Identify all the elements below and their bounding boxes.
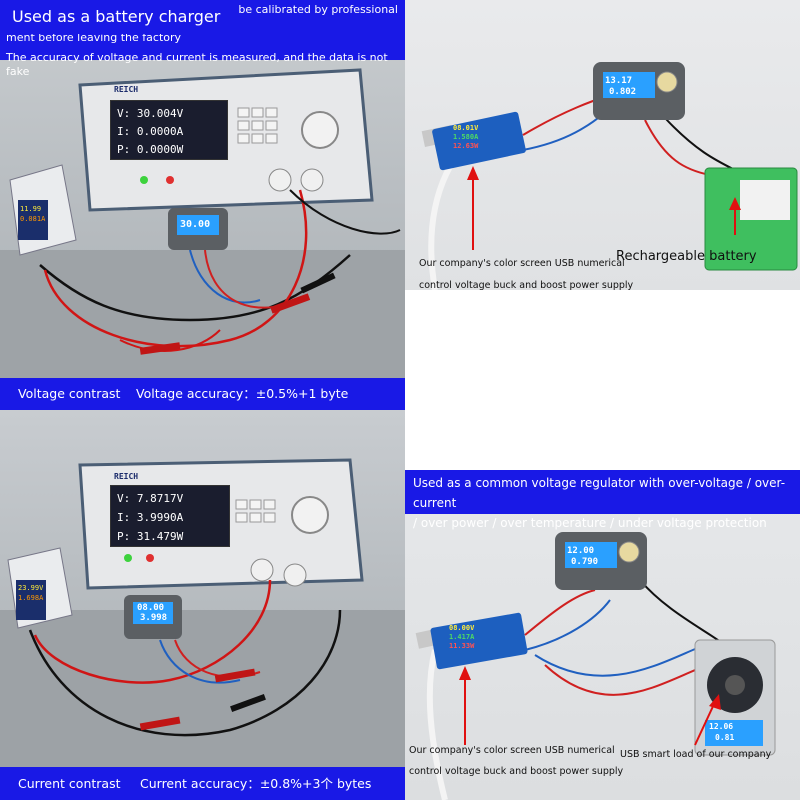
voltage-regulator-line2: / over power / over temperature / under …: [413, 516, 767, 530]
regulator-module-current: 0.790: [571, 557, 599, 567]
psu-current-reading: I: 0.0000A: [117, 125, 184, 138]
charger-usb-caption-line2: control voltage buck and boost power sup…: [419, 280, 634, 290]
battery-charger-scene: [421, 62, 798, 290]
current-contrast-scene: [0, 458, 405, 770]
charger-module-voltage: 13.17: [605, 76, 633, 86]
small-psu-current: 1.698A: [18, 594, 44, 602]
module-voltage-reading: 08.00: [137, 603, 165, 613]
charger-usb-caption-line1: Our company's color screen USB numerical: [419, 258, 625, 269]
battery-charger-photo: 13.17 0.802 08.01V 1.580A 12.63W Our com…: [405, 0, 800, 290]
accuracy-notice: The accuracy of voltage and current is m…: [6, 51, 388, 78]
bench-psu-screen: REICH V: 7.8717V I: 3.9990A P: 31.479W: [110, 472, 230, 547]
battery-charger-title: Used as a battery charger: [12, 7, 221, 26]
battery-charger-banner: Used as a battery charger: [0, 0, 236, 34]
psu-power-reading: P: 31.479W: [117, 530, 184, 543]
small-psu-voltage: 23.99V: [18, 584, 44, 592]
voltage-regulator-banner: Used as a common voltage regulator with …: [405, 470, 800, 530]
current-contrast-photo: REICH V: 7.8717V I: 3.9990A P: 31.479W 0…: [0, 410, 405, 800]
voltage-regulator-photo: 12.00 0.790 08.00V 1.417A 11.33W 12.06 0…: [405, 470, 800, 800]
regulator-usb-current: 1.417A: [449, 633, 475, 641]
voltage-accuracy-label: Voltage accuracy：±0.5%+1 byte: [136, 386, 349, 401]
regulator-usb-caption-line2: control voltage buck and boost power sup…: [409, 766, 624, 777]
charger-module-current: 0.802: [609, 87, 637, 97]
psu-brand: REICH: [114, 472, 139, 481]
bench-psu-screen: REICH V: 30.004V I: 0.0000A P: 0.0000W: [110, 85, 228, 160]
regulator-usb-power: 11.33W: [449, 642, 475, 650]
load-caption: USB smart load of our company: [620, 749, 772, 760]
voltage-contrast-banner: Voltage contrast Voltage accuracy：±0.5%+…: [0, 378, 405, 410]
current-contrast-label: Current contrast: [18, 776, 121, 791]
small-psu-current: 0.081A: [20, 215, 46, 223]
regulator-usb-caption-line1: Our company's color screen USB numerical: [409, 745, 615, 756]
psu-current-reading: I: 3.9990A: [117, 511, 184, 524]
regulator-module-voltage: 12.00: [567, 546, 595, 556]
charger-usb-voltage: 08.01V: [453, 124, 479, 132]
charger-usb-power: 12.63W: [453, 142, 479, 150]
voltage-contrast-label: Voltage contrast: [18, 386, 121, 401]
current-accuracy-label: Current accuracy：±0.8%+3个 bytes: [140, 776, 372, 791]
battery-caption: Rechargeable battery: [616, 249, 757, 264]
psu-voltage-reading: V: 7.8717V: [117, 492, 184, 505]
current-contrast-banner: Current contrast Current accuracy：±0.8%+…: [0, 767, 405, 800]
load-current-reading: 0.81: [715, 733, 735, 742]
module-voltage-reading: 30.00: [180, 219, 211, 230]
charger-usb-current: 1.580A: [453, 133, 479, 141]
module-current-reading: 3.998: [140, 613, 168, 623]
voltage-regulator-scene: [415, 532, 776, 800]
psu-brand: REICH: [114, 85, 139, 94]
psu-power-reading: P: 0.0000W: [117, 143, 184, 156]
small-psu-voltage: 11.99: [20, 205, 42, 213]
voltage-regulator-line1: Used as a common voltage regulator with …: [413, 476, 786, 510]
calibration-notice-line2: ment before leaving the factory: [6, 31, 182, 44]
psu-voltage-reading: V: 30.004V: [117, 107, 184, 120]
voltage-contrast-photo: REICH V: 30.004V I: 0.0000A P: 0.0000W 3…: [0, 0, 405, 410]
load-voltage-reading: 12.06: [709, 722, 734, 731]
regulator-usb-voltage: 08.00V: [449, 624, 475, 632]
